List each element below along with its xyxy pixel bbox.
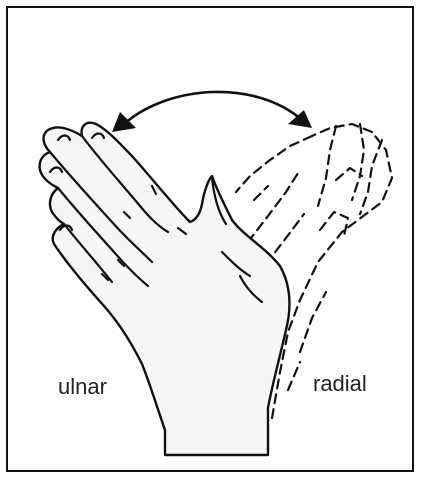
ulnar-deviation-hand (40, 123, 290, 455)
ulnar-label: ulnar (58, 376, 107, 398)
hand-palm-outline (40, 123, 290, 455)
double-headed-curved-arrow-icon (112, 92, 312, 132)
radial-label: radial (313, 373, 367, 395)
